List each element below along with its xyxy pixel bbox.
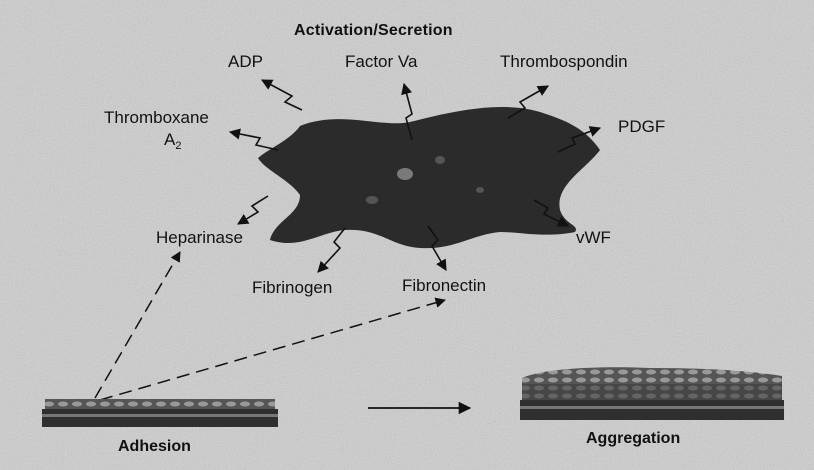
aggregation-base-stripe (520, 406, 784, 409)
label-fibronectin: Fibronectin (402, 276, 486, 296)
label-factor-va: Factor Va (345, 52, 417, 72)
label-thrombospondin: Thrombospondin (500, 52, 628, 72)
label-adp: ADP (228, 52, 263, 72)
label-thromboxane: Thromboxane (104, 108, 209, 128)
aggregation-base (520, 400, 784, 420)
label-vwf: vWF (576, 228, 611, 248)
platelet-granule (366, 196, 378, 204)
label-aggregation: Aggregation (586, 430, 680, 448)
adhesion-base (42, 409, 278, 427)
a2-subscript: 2 (175, 140, 181, 152)
platelet-granule (476, 187, 484, 193)
label-heparinase: Heparinase (156, 228, 243, 248)
aggregation-cell-mass-shade (522, 384, 782, 400)
label-thromboxane-a2: A2 (164, 130, 181, 150)
label-fibrinogen: Fibrinogen (252, 278, 332, 298)
label-adhesion: Adhesion (118, 438, 191, 456)
adhesion-base-stripe (42, 414, 278, 417)
adhesion-cell-layer (45, 399, 275, 409)
platelet-granule (435, 156, 445, 164)
a2-letter: A (164, 130, 175, 149)
label-pdgf: PDGF (618, 117, 665, 137)
diagram-title: Activation/Secretion (294, 22, 453, 40)
platelet-granule (397, 168, 413, 180)
